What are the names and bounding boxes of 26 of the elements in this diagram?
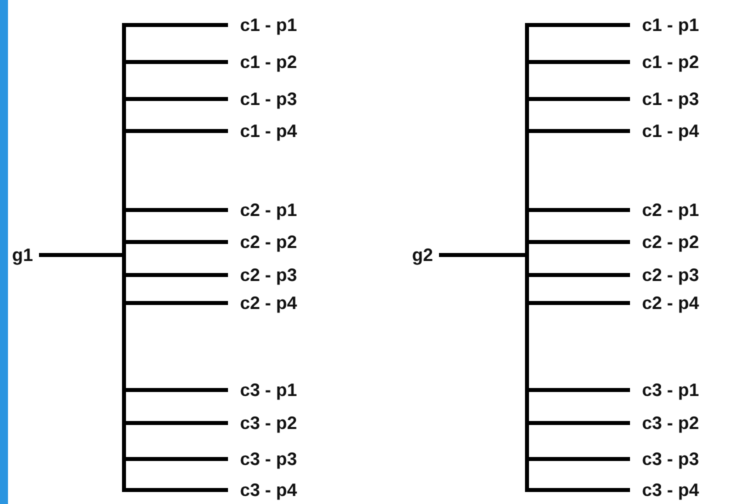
leaf-label: c3 - p1 [226, 380, 298, 400]
leaf-label: c1 - p4 [226, 121, 298, 141]
leaf-label: c3 - p3 [226, 449, 298, 469]
leaf-label: c2 - p3 [628, 265, 700, 285]
leaf-label: c3 - p2 [226, 413, 298, 433]
leaf-label: c2 - p3 [226, 265, 298, 285]
leaf-label: c3 - p4 [628, 480, 700, 500]
leaf-label: c2 - p2 [226, 232, 298, 252]
leaf-label: c2 - p4 [628, 293, 700, 313]
root-label: g2 [412, 245, 442, 265]
leaf-label: c1 - p3 [226, 89, 298, 109]
leaf-label: c1 - p1 [226, 15, 298, 35]
leaf-label: c2 - p4 [226, 293, 298, 313]
leaf-label: c1 - p2 [628, 52, 700, 72]
leaf-label: c2 - p1 [226, 200, 298, 220]
leaf-label: c1 - p2 [226, 52, 298, 72]
leaf-label: c3 - p4 [226, 480, 298, 500]
leaf-label: c3 - p1 [628, 380, 700, 400]
leaf-label: c1 - p4 [628, 121, 700, 141]
leaf-label: c2 - p1 [628, 200, 700, 220]
leaf-label: c3 - p2 [628, 413, 700, 433]
leaf-label: c1 - p3 [628, 89, 700, 109]
root-label: g1 [12, 245, 42, 265]
leaf-label: c2 - p2 [628, 232, 700, 252]
leaf-label: c3 - p3 [628, 449, 700, 469]
leaf-label: c1 - p1 [628, 15, 700, 35]
